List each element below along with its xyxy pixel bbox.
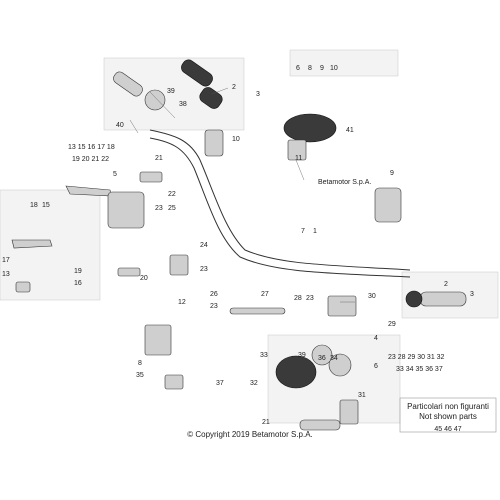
callout: 1 <box>313 228 317 235</box>
callout: 7 <box>301 228 305 235</box>
callout: 10 <box>330 65 338 72</box>
spring-20 <box>117 267 141 277</box>
callout: 21 <box>155 155 163 162</box>
callout: 28 <box>294 295 302 302</box>
callout: 23 <box>210 303 218 310</box>
callout: 37 <box>216 380 224 387</box>
throttle-housing-39 <box>144 89 166 111</box>
callout: 13 <box>2 271 10 278</box>
callout: 22 <box>168 191 176 198</box>
callout: 30 <box>368 293 376 300</box>
part-list-right-row2: 33 34 35 36 37 <box>396 366 443 373</box>
left-grip <box>113 71 143 97</box>
grip-2 <box>199 87 223 109</box>
right-grip-3 <box>419 291 467 307</box>
handlebar <box>149 129 411 271</box>
callout: 39 <box>298 352 306 359</box>
not-shown-parts-note: Particolari non figuranti Not shown part… <box>402 402 494 435</box>
callout: 8 <box>138 360 142 367</box>
part-list-right-row1: 23 28 29 30 31 32 <box>388 354 445 361</box>
callout: 20 <box>140 275 148 282</box>
callout: 11 <box>295 155 302 162</box>
callout: 3 <box>256 91 260 98</box>
drum-34 <box>328 353 352 377</box>
housing-33 <box>275 355 317 389</box>
callout: 24 <box>200 242 208 249</box>
callout: 21 <box>262 419 270 426</box>
note-line-english: Not shown parts <box>419 412 477 421</box>
callout: 4 <box>374 335 378 342</box>
part-list-left-row2: 19 20 21 22 <box>72 156 109 163</box>
callout: 41 <box>346 127 354 134</box>
throttle-tube-4 <box>299 419 341 431</box>
callout: 35 <box>136 372 144 379</box>
grip-end-2 <box>405 290 423 308</box>
switch-9 <box>374 187 402 223</box>
handlebar-inner <box>149 137 411 278</box>
callout: 6 <box>374 363 378 370</box>
bracket-11 <box>287 139 307 161</box>
grip-38 <box>181 59 213 87</box>
callout: 31 <box>358 392 366 399</box>
note-part-numbers: 45 46 47 <box>434 426 462 433</box>
callout: 23 <box>155 205 163 212</box>
callout: 33 <box>260 352 268 359</box>
grip-left-inset <box>103 57 245 131</box>
callout: 19 <box>74 268 82 275</box>
callout: 32 <box>250 380 258 387</box>
callout: 29 <box>388 321 396 328</box>
callout-labels: 6 8 9 10 2 3 39 38 40 10 41 21 11 5 22 2… <box>2 65 474 426</box>
callout: 26 <box>210 291 218 298</box>
callout: 6 <box>296 65 300 72</box>
cable-27 <box>229 307 286 315</box>
callout: 3 <box>470 291 474 298</box>
note-line-italian: Particolari non figuranti <box>407 402 489 411</box>
callout: 34 <box>330 355 338 362</box>
callout: 10 <box>232 136 240 143</box>
callout: 9 <box>320 65 324 72</box>
callout: 2 <box>444 281 448 288</box>
callout: 40 <box>116 122 124 129</box>
drum-36 <box>311 344 333 366</box>
cap-35 <box>164 374 184 390</box>
callout: 8 <box>308 65 312 72</box>
clamp-31 <box>339 399 359 425</box>
note-frame <box>399 397 497 433</box>
part-list-left-row1: 13 15 16 17 18 <box>68 144 115 151</box>
callout: 23 <box>200 266 208 273</box>
callout: 12 <box>178 299 186 306</box>
callout: 2 <box>232 84 236 91</box>
copyright-text: © Copyright 2019 Betamotor S.p.A. <box>187 430 313 439</box>
callout: 9 <box>390 170 394 177</box>
lever-13 <box>11 239 53 249</box>
block-28 <box>327 295 357 317</box>
brand-label: Betamotor S.p.A. <box>318 179 371 186</box>
callout: 18 <box>30 202 38 209</box>
callout: 39 <box>167 88 175 95</box>
callout: 38 <box>179 101 187 108</box>
mount-12 <box>144 324 172 356</box>
bracket-24 <box>169 254 189 276</box>
callout: 23 <box>306 295 314 302</box>
callout: 15 <box>42 202 50 209</box>
clamp-22 <box>139 171 163 183</box>
throttle-top-inset <box>289 49 399 77</box>
clamp-10 <box>204 129 224 157</box>
leader-lines <box>129 87 355 303</box>
master-cylinder-5 <box>107 191 145 229</box>
callout: 17 <box>2 257 10 264</box>
callout: 5 <box>113 171 117 178</box>
callout: 27 <box>261 291 269 298</box>
clip-16 <box>15 281 31 293</box>
cover-41 <box>283 113 337 143</box>
callout: 36 <box>318 355 326 362</box>
callout: 16 <box>74 280 82 287</box>
callout: 25 <box>168 205 176 212</box>
